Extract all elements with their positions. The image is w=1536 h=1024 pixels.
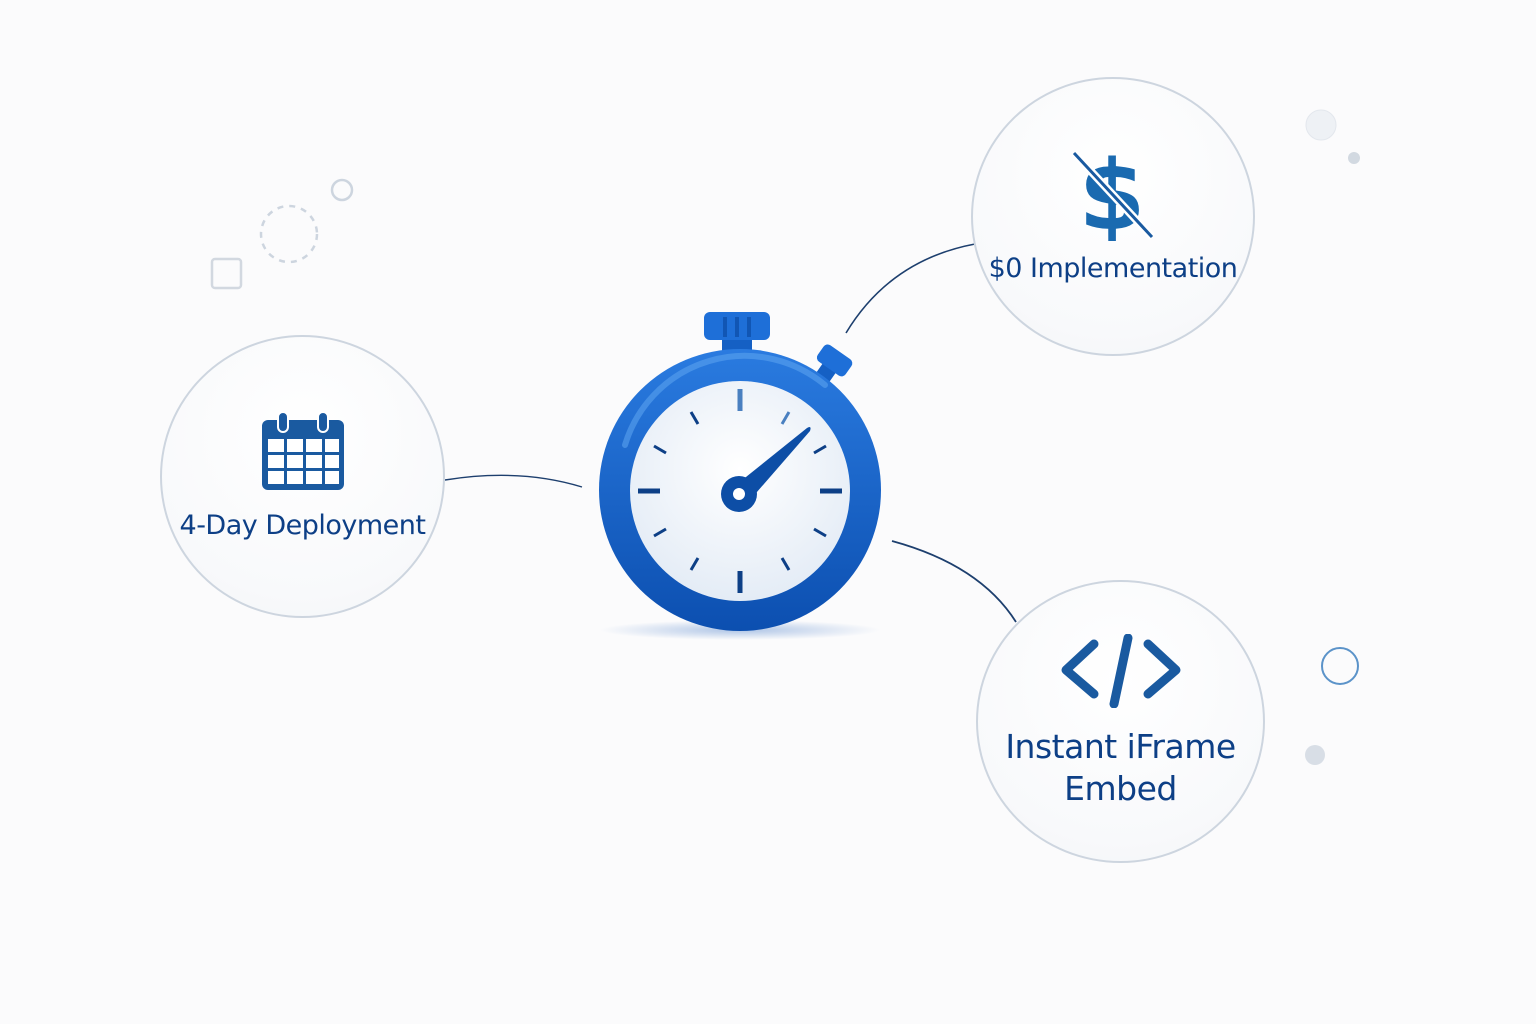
connector-impl — [845, 243, 976, 334]
feature-label-deployment: 4-Day Deployment — [179, 510, 426, 541]
small-dot-icon — [1348, 152, 1360, 164]
feature-node-implementation: $ $0 Implementation — [971, 77, 1255, 356]
feature-label-implementation: $0 Implementation — [988, 253, 1238, 284]
soft-dot-icon — [1305, 109, 1337, 141]
feature-label-embed-line1: Instant iFrame — [1005, 726, 1236, 766]
feature-node-embed: Instant iFrame Embed — [976, 580, 1265, 863]
square-outline-icon — [210, 257, 243, 290]
small-ring-icon — [330, 178, 354, 202]
code-brackets-icon — [1061, 633, 1180, 708]
grey-dot-icon — [1305, 745, 1325, 765]
dashed-circle-icon — [259, 204, 319, 264]
connector-deploy — [444, 474, 583, 488]
feature-label-embed: Instant iFrame Embed — [1005, 726, 1236, 810]
feature-node-deployment: 4-Day Deployment — [160, 335, 445, 618]
connector-embed — [891, 540, 1017, 623]
blue-ring-icon — [1321, 647, 1359, 685]
stopwatch-icon — [599, 312, 881, 640]
dollar-crossed-icon: $ — [1071, 149, 1155, 241]
calendar-icon — [261, 412, 344, 490]
feature-label-embed-line2: Embed — [1064, 768, 1177, 808]
